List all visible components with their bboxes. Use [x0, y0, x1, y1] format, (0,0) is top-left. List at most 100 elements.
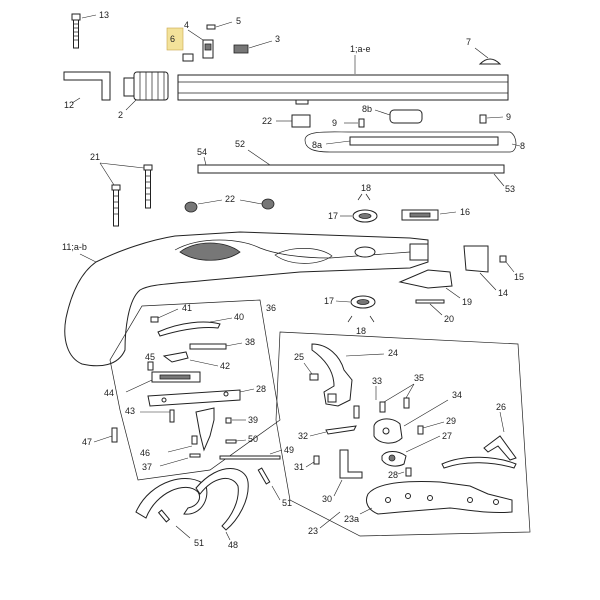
label-39: 39	[248, 415, 258, 425]
label-34: 34	[452, 390, 462, 400]
label-43: 43	[125, 406, 135, 416]
lock-group-outline	[275, 331, 531, 537]
part-51-right-screw	[257, 467, 281, 501]
part-34-tumbler	[373, 399, 449, 444]
label-36: 36	[266, 303, 276, 313]
label-33: 33	[372, 376, 382, 386]
label-42: 42	[220, 361, 230, 371]
part-22-thimble-upper	[276, 114, 311, 128]
label-51-right: 51	[282, 498, 292, 508]
part-2-breech-plug	[123, 71, 169, 111]
part-13-screw	[71, 13, 97, 49]
label-8: 8	[520, 141, 525, 151]
label-3: 3	[275, 34, 280, 44]
label-41: 41	[182, 303, 192, 313]
label-28-lower: 28	[388, 470, 398, 480]
label-28-upper: 28	[256, 384, 266, 394]
part-17-upper-escutcheon	[340, 209, 378, 223]
label-30: 30	[322, 494, 332, 504]
part-22-escutcheons	[184, 198, 275, 213]
part-32-spring	[309, 425, 357, 437]
label-13: 13	[99, 10, 109, 20]
label-53: 53	[505, 184, 515, 194]
label-52: 52	[235, 139, 245, 149]
label-48: 48	[228, 540, 238, 550]
label-50: 50	[248, 434, 258, 444]
part-38-bar	[189, 342, 243, 350]
part-18-lower-screws	[347, 315, 375, 323]
part-11-stock	[64, 231, 429, 367]
label-4: 4	[184, 20, 189, 30]
label-22-upper: 22	[262, 116, 272, 126]
part-16-plate	[401, 209, 457, 221]
label-29: 29	[446, 416, 456, 426]
part-25-screw	[303, 362, 319, 381]
part-47-screw	[93, 427, 118, 443]
part-9-left-pin	[344, 118, 365, 128]
part-39-pin	[225, 417, 246, 424]
part-4-bolster	[187, 29, 214, 59]
part-6-nipple	[182, 53, 194, 62]
part-18-upper-screws	[357, 193, 371, 201]
part-44-plate	[125, 371, 201, 393]
part-23a-lock-plate	[359, 481, 513, 515]
part-19-trigger-guard-front	[398, 269, 461, 299]
label-2: 2	[118, 110, 123, 120]
label-47: 47	[82, 437, 92, 447]
part-trigger	[195, 407, 215, 452]
part-41-screw	[150, 308, 179, 323]
label-46: 46	[140, 448, 150, 458]
part-50-screw	[225, 439, 247, 444]
label-23: 23	[308, 526, 318, 536]
label-19: 19	[462, 297, 472, 307]
label-5: 5	[236, 16, 241, 26]
label-25: 25	[294, 352, 304, 362]
label-14: 14	[498, 288, 508, 298]
part-1-barrel	[177, 55, 509, 105]
label-32: 32	[298, 431, 308, 441]
part-21-screws	[99, 162, 153, 227]
label-8b: 8b	[362, 104, 372, 114]
label-12: 12	[64, 100, 74, 110]
label-8a: 8a	[312, 140, 322, 150]
label-7: 7	[466, 37, 471, 47]
part-15-screw	[499, 255, 515, 273]
part-37-pin	[159, 453, 201, 467]
part-12-wrench	[63, 71, 111, 104]
label-38: 38	[245, 337, 255, 347]
part-26-mainspring	[483, 411, 517, 461]
label-37: 37	[142, 462, 152, 472]
ramrod-group-outline	[304, 131, 517, 153]
label-45: 45	[145, 352, 155, 362]
label-22-lower: 22	[225, 194, 235, 204]
label-18-lower: 18	[356, 326, 366, 336]
part-28-lower-screw	[397, 467, 412, 477]
label-18-upper: 18	[361, 183, 371, 193]
label-20: 20	[444, 314, 454, 324]
part-29-screw	[417, 421, 445, 435]
label-40: 40	[234, 312, 244, 322]
part-14-nosecap	[463, 245, 497, 291]
label-9-right: 9	[506, 112, 511, 122]
part-9-right-pin	[479, 114, 504, 124]
label-51-left: 51	[194, 538, 204, 548]
part-27-bridle	[381, 435, 441, 467]
label-15: 15	[514, 272, 524, 282]
label-27: 27	[442, 431, 452, 441]
part-48-trigger-guard	[135, 468, 249, 541]
part-17-lower-escutcheon	[335, 295, 376, 309]
label-16: 16	[460, 207, 470, 217]
label-54: 54	[197, 147, 207, 157]
part-42-sear	[162, 351, 219, 367]
trigger-group-outline	[109, 299, 281, 481]
label-49: 49	[284, 445, 294, 455]
part-8b-rod-tip	[374, 109, 423, 124]
part-43-pin	[140, 409, 175, 423]
label-24: 24	[388, 348, 398, 358]
label-1: 1;a-e	[350, 44, 371, 54]
part-20-pin	[415, 299, 445, 316]
label-11: 11;a-b	[62, 242, 87, 252]
part-24-hammer	[311, 343, 385, 407]
label-26: 26	[496, 402, 506, 412]
